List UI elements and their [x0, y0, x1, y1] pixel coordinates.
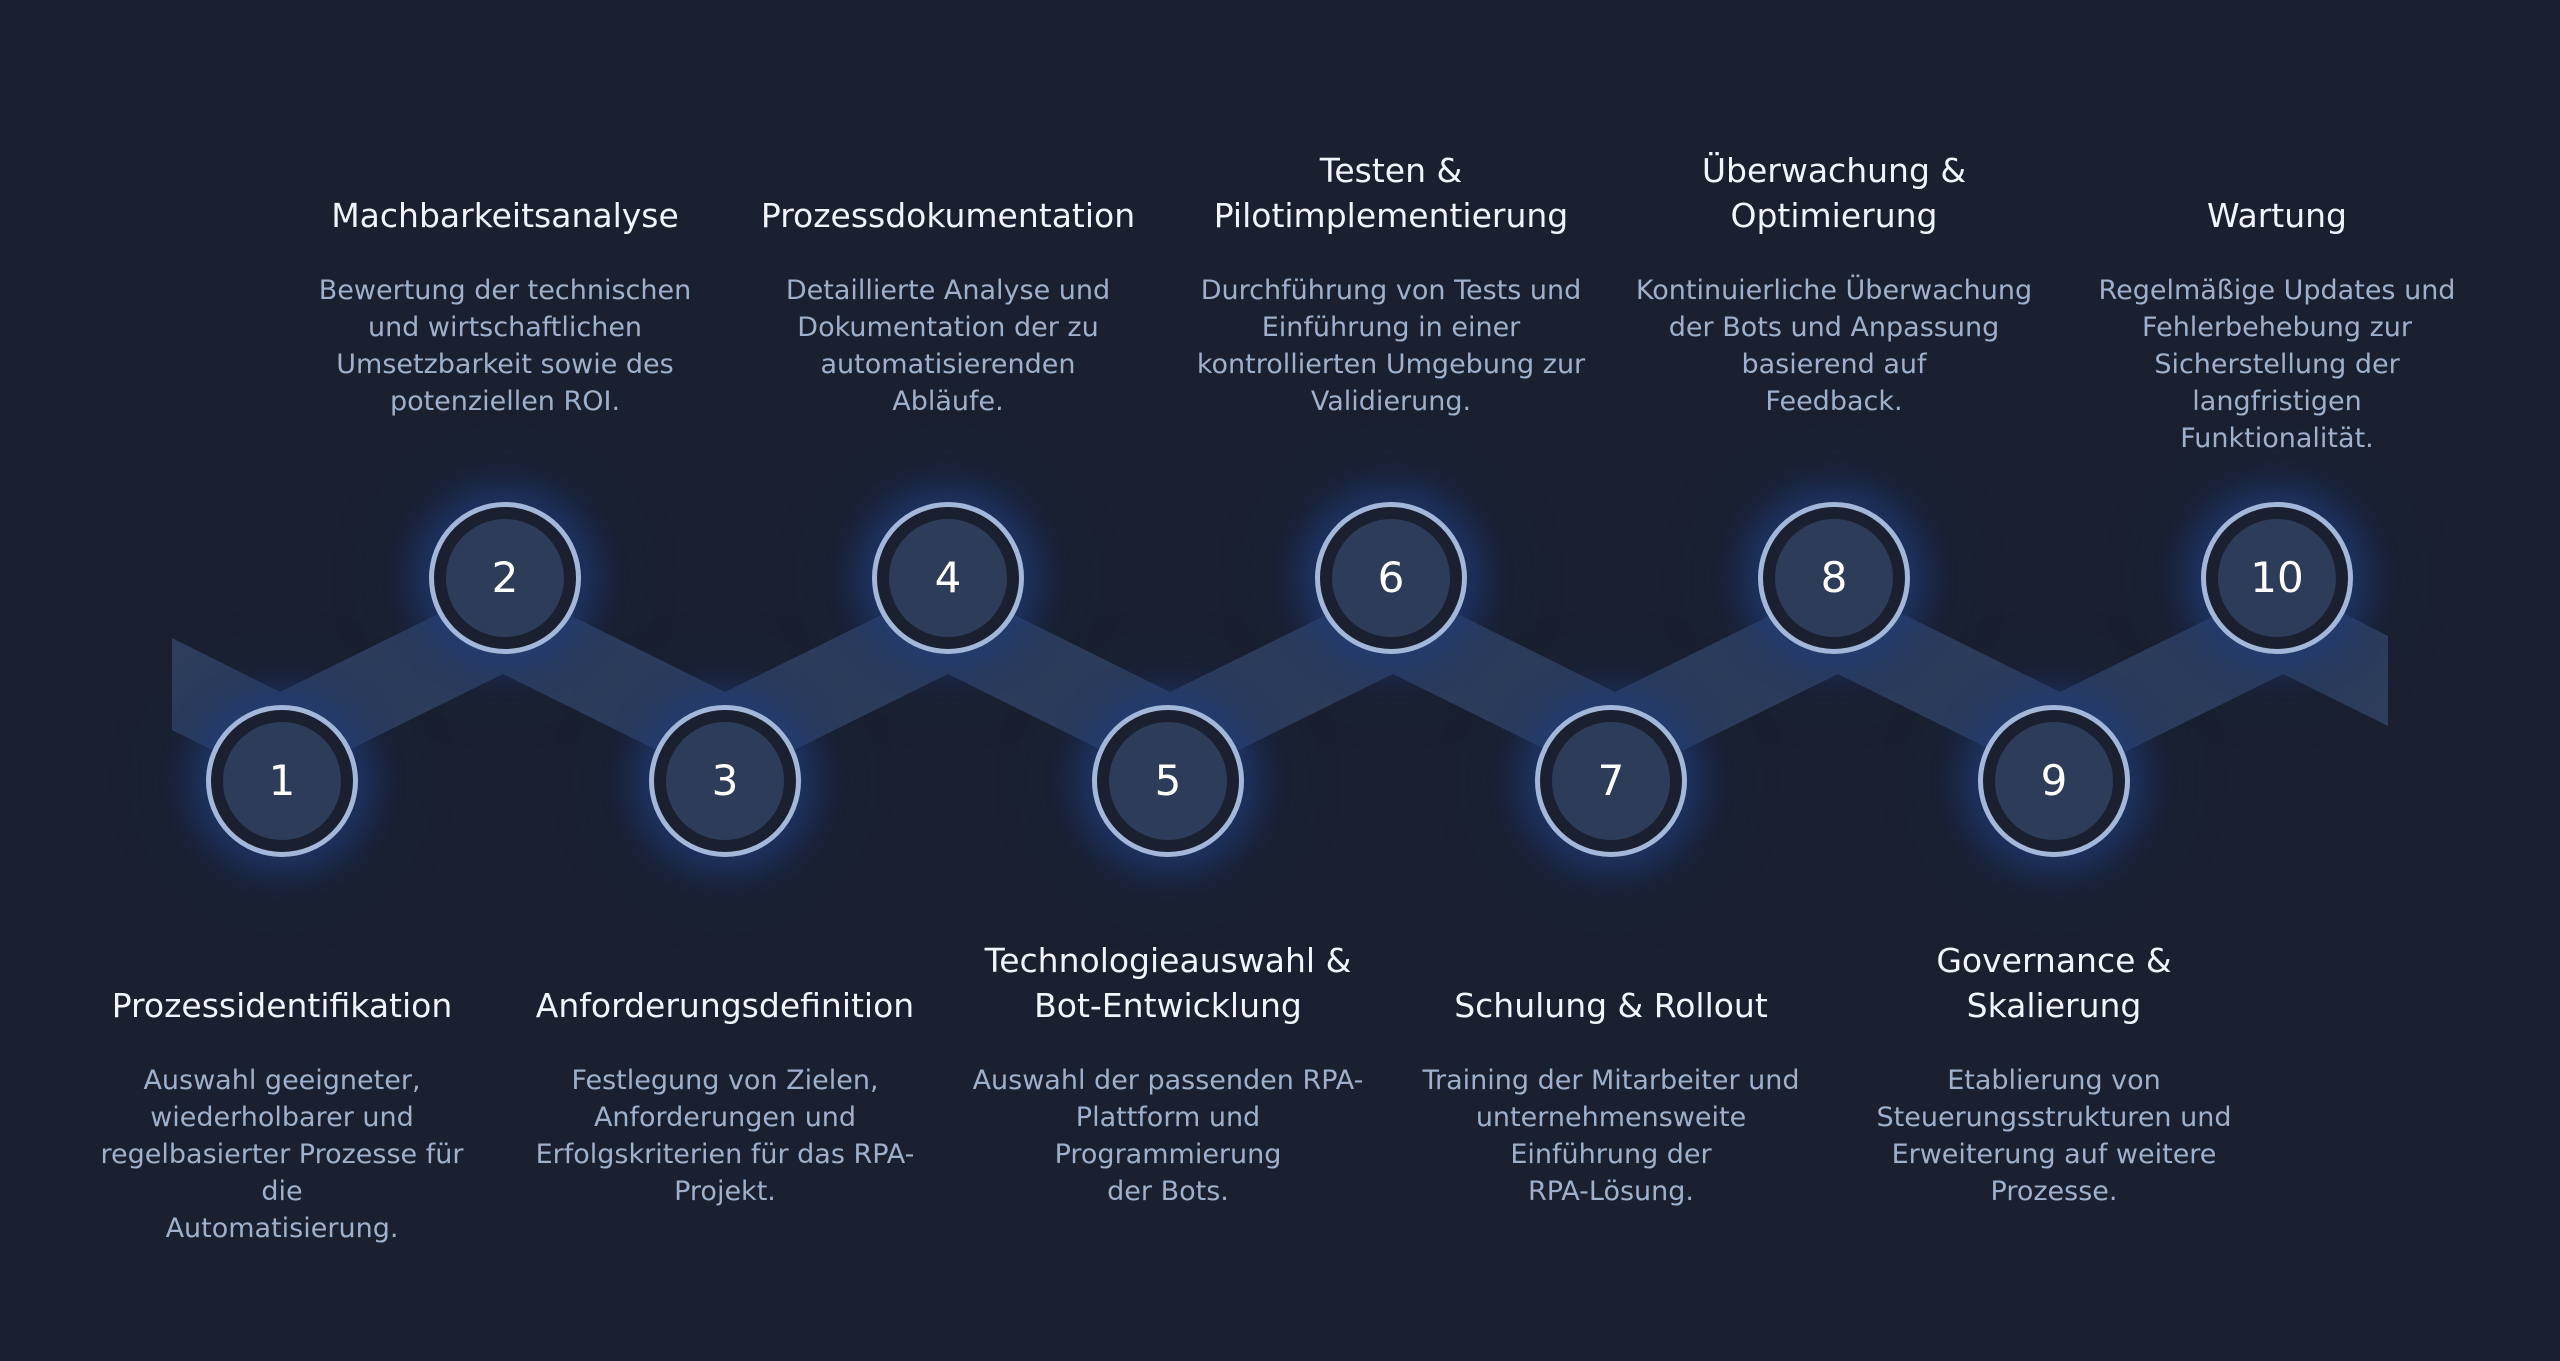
- step-description: Regelmäßige Updates und Fehlerbehebung z…: [2098, 275, 2456, 454]
- step-number: 2: [446, 519, 564, 637]
- step-circle-6: 6: [1315, 502, 1467, 654]
- step-number: 9: [1995, 722, 2113, 840]
- step-description: Auswahl geeigneter, wiederholbarer und r…: [100, 1065, 464, 1244]
- step-number: 8: [1775, 519, 1893, 637]
- step-circle-1: 1: [206, 705, 358, 857]
- step-number: 4: [889, 519, 1007, 637]
- step-title: Überwachung & Optimierung: [1701, 151, 1967, 235]
- step-title: Wartung: [2206, 196, 2348, 235]
- step-circle-10: 10: [2201, 502, 2353, 654]
- step-circle-4: 4: [872, 502, 1024, 654]
- step-number: 3: [666, 722, 784, 840]
- step-circle-3: 3: [649, 705, 801, 857]
- step-circle-7: 7: [1535, 705, 1687, 857]
- step-number: 1: [223, 722, 341, 840]
- step-description: Kontinuierliche Überwachung der Bots und…: [1635, 275, 2033, 417]
- step-circle-2: 2: [429, 502, 581, 654]
- step-circle-5: 5: [1092, 705, 1244, 857]
- step-description: Detaillierte Analyse und Dokumentation d…: [785, 275, 1111, 417]
- step-description: Festlegung von Zielen, Anforderungen und…: [535, 1065, 915, 1207]
- step-title: Prozessdokumentation: [760, 196, 1136, 235]
- step-title: Machbarkeitsanalyse: [331, 196, 679, 235]
- step-number: 10: [2218, 519, 2336, 637]
- step-circle-8: 8: [1758, 502, 1910, 654]
- step-title: Technologieauswahl & Bot-Entwicklung: [984, 941, 1352, 1025]
- step-description: Durchführung von Tests und Einführung in…: [1196, 275, 1586, 417]
- step-description: Etablierung von Steuerungsstrukturen und…: [1876, 1065, 2232, 1207]
- step-description: Training der Mitarbeiter und unternehmen…: [1422, 1065, 1800, 1207]
- step-description: Bewertung der technischen und wirtschaft…: [318, 275, 692, 417]
- step-number: 6: [1332, 519, 1450, 637]
- step-circle-9: 9: [1978, 705, 2130, 857]
- step-title: Schulung & Rollout: [1454, 986, 1768, 1025]
- step-description: Auswahl der passenden RPA- Plattform und…: [972, 1065, 1364, 1207]
- step-number: 5: [1109, 722, 1227, 840]
- step-title: Prozessidentifikation: [111, 986, 453, 1025]
- step-title: Anforderungsdefinition: [535, 986, 915, 1025]
- step-title: Testen & Pilotimplementierung: [1213, 151, 1569, 235]
- step-number: 7: [1552, 722, 1670, 840]
- step-title: Governance & Skalierung: [1936, 941, 2172, 1025]
